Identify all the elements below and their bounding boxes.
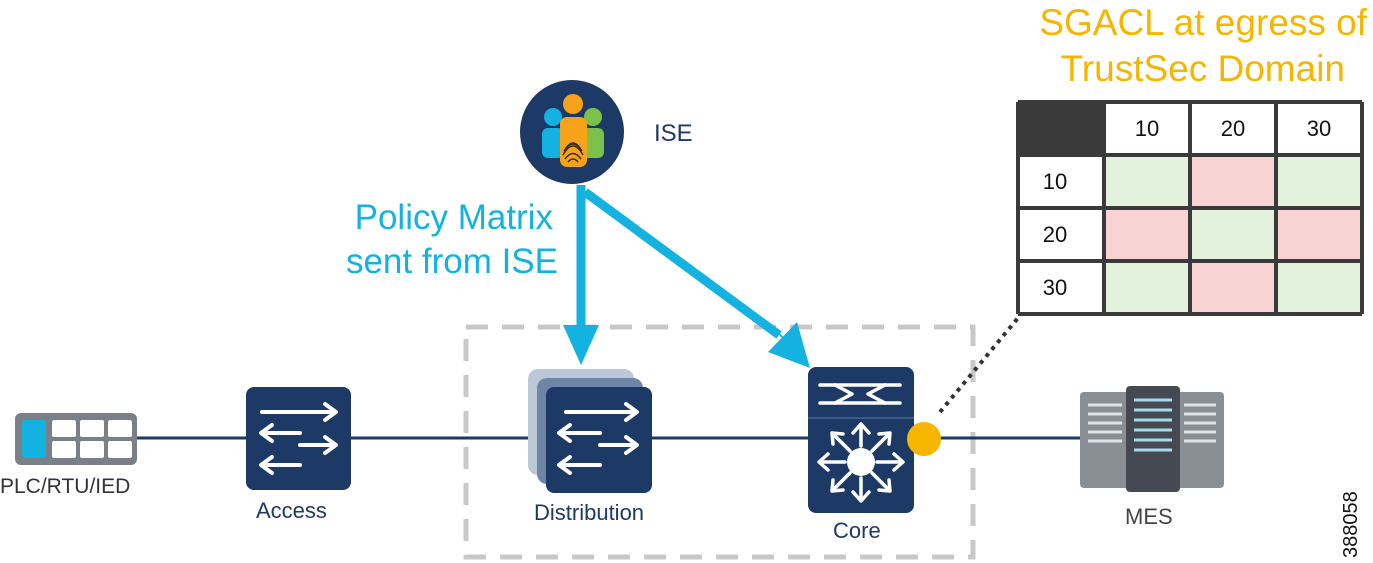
matrix-cell-deny bbox=[1276, 208, 1362, 261]
access-switch-icon bbox=[246, 387, 351, 490]
matrix-row-header: 20 bbox=[1042, 222, 1068, 247]
matrix-col-header: 20 bbox=[1220, 116, 1246, 141]
trustsec-domain-boundary bbox=[463, 324, 976, 560]
figure-id: 388058 bbox=[1340, 491, 1362, 558]
matrix-cell-permit bbox=[1190, 208, 1276, 261]
matrix-col-header-cell bbox=[1276, 102, 1362, 155]
core-label: Core bbox=[833, 518, 881, 543]
policy-push-arrow-distribution bbox=[563, 185, 599, 365]
ise-label: ISE bbox=[654, 120, 693, 147]
sgacl-policy-matrix bbox=[1016, 100, 1364, 316]
callout-leader-line bbox=[938, 316, 1020, 414]
matrix-corner bbox=[1018, 102, 1102, 155]
plc-label: PLC/RTU/IED bbox=[0, 475, 131, 498]
core-switch-icon bbox=[808, 367, 914, 513]
matrix-cell-deny bbox=[1190, 155, 1276, 208]
matrix-cell-permit bbox=[1276, 155, 1362, 208]
access-label: Access bbox=[256, 498, 327, 523]
distribution-switch-icon bbox=[528, 369, 652, 493]
mes-server-icon bbox=[1080, 386, 1224, 492]
matrix-row-header: 30 bbox=[1042, 275, 1068, 300]
matrix-col-header-cell bbox=[1190, 102, 1276, 155]
matrix-row-header-cell bbox=[1018, 155, 1104, 208]
plc-device-icon bbox=[15, 413, 137, 465]
matrix-row-header: 10 bbox=[1042, 169, 1068, 194]
matrix-cell-permit bbox=[1276, 261, 1362, 314]
matrix-row-header-cell bbox=[1018, 208, 1104, 261]
policy-push-arrow-core bbox=[582, 188, 810, 368]
matrix-cell-deny bbox=[1104, 208, 1190, 261]
sgacl-title-line2: TrustSec Domain bbox=[1060, 48, 1345, 89]
matrix-cell-permit bbox=[1104, 261, 1190, 314]
ise-icon bbox=[520, 80, 624, 184]
policy-matrix-label-line2: sent from ISE bbox=[345, 242, 558, 281]
matrix-row-header-cell bbox=[1018, 261, 1104, 314]
matrix-col-header-cell bbox=[1104, 102, 1190, 155]
policy-matrix-label-line1: Policy Matrix bbox=[354, 198, 553, 237]
sgacl-title-line1: SGACL at egress of bbox=[1039, 2, 1367, 43]
matrix-cell-permit bbox=[1104, 155, 1190, 208]
fingerprint-icon bbox=[562, 142, 584, 163]
matrix-cell-deny bbox=[1190, 261, 1276, 314]
distribution-label: Distribution bbox=[534, 500, 645, 525]
matrix-col-header: 30 bbox=[1306, 116, 1332, 141]
matrix-col-header: 10 bbox=[1134, 116, 1160, 141]
mes-label: MES bbox=[1125, 504, 1173, 529]
sgacl-enforcement-point bbox=[907, 422, 941, 456]
